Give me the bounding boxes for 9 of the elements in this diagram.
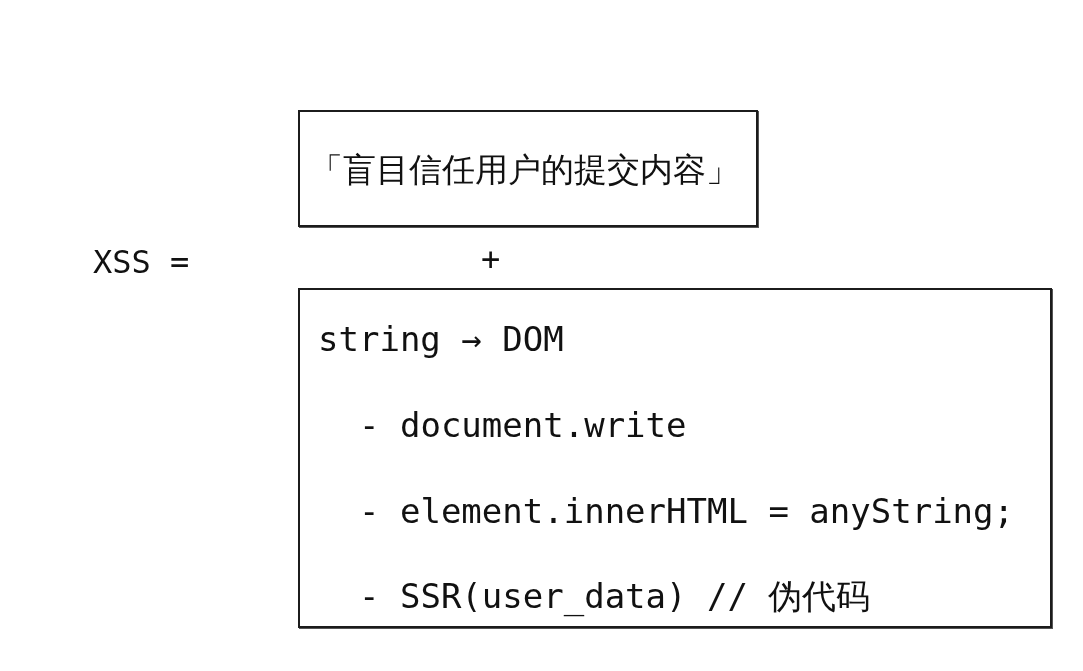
statement-text: 「盲目信任用户的提交内容」 <box>310 151 739 189</box>
code-line: - document.write <box>359 406 687 446</box>
plus-sign: + <box>481 240 501 278</box>
code-line: - SSR(user_data) // 伪代码 <box>359 577 871 617</box>
code-line: - element.innerHTML = anyString; <box>359 492 1015 532</box>
text-box <box>298 288 1052 628</box>
code-line: string → DOM <box>318 320 564 360</box>
equation-label: XSS = <box>93 243 190 281</box>
text-box <box>298 110 758 227</box>
